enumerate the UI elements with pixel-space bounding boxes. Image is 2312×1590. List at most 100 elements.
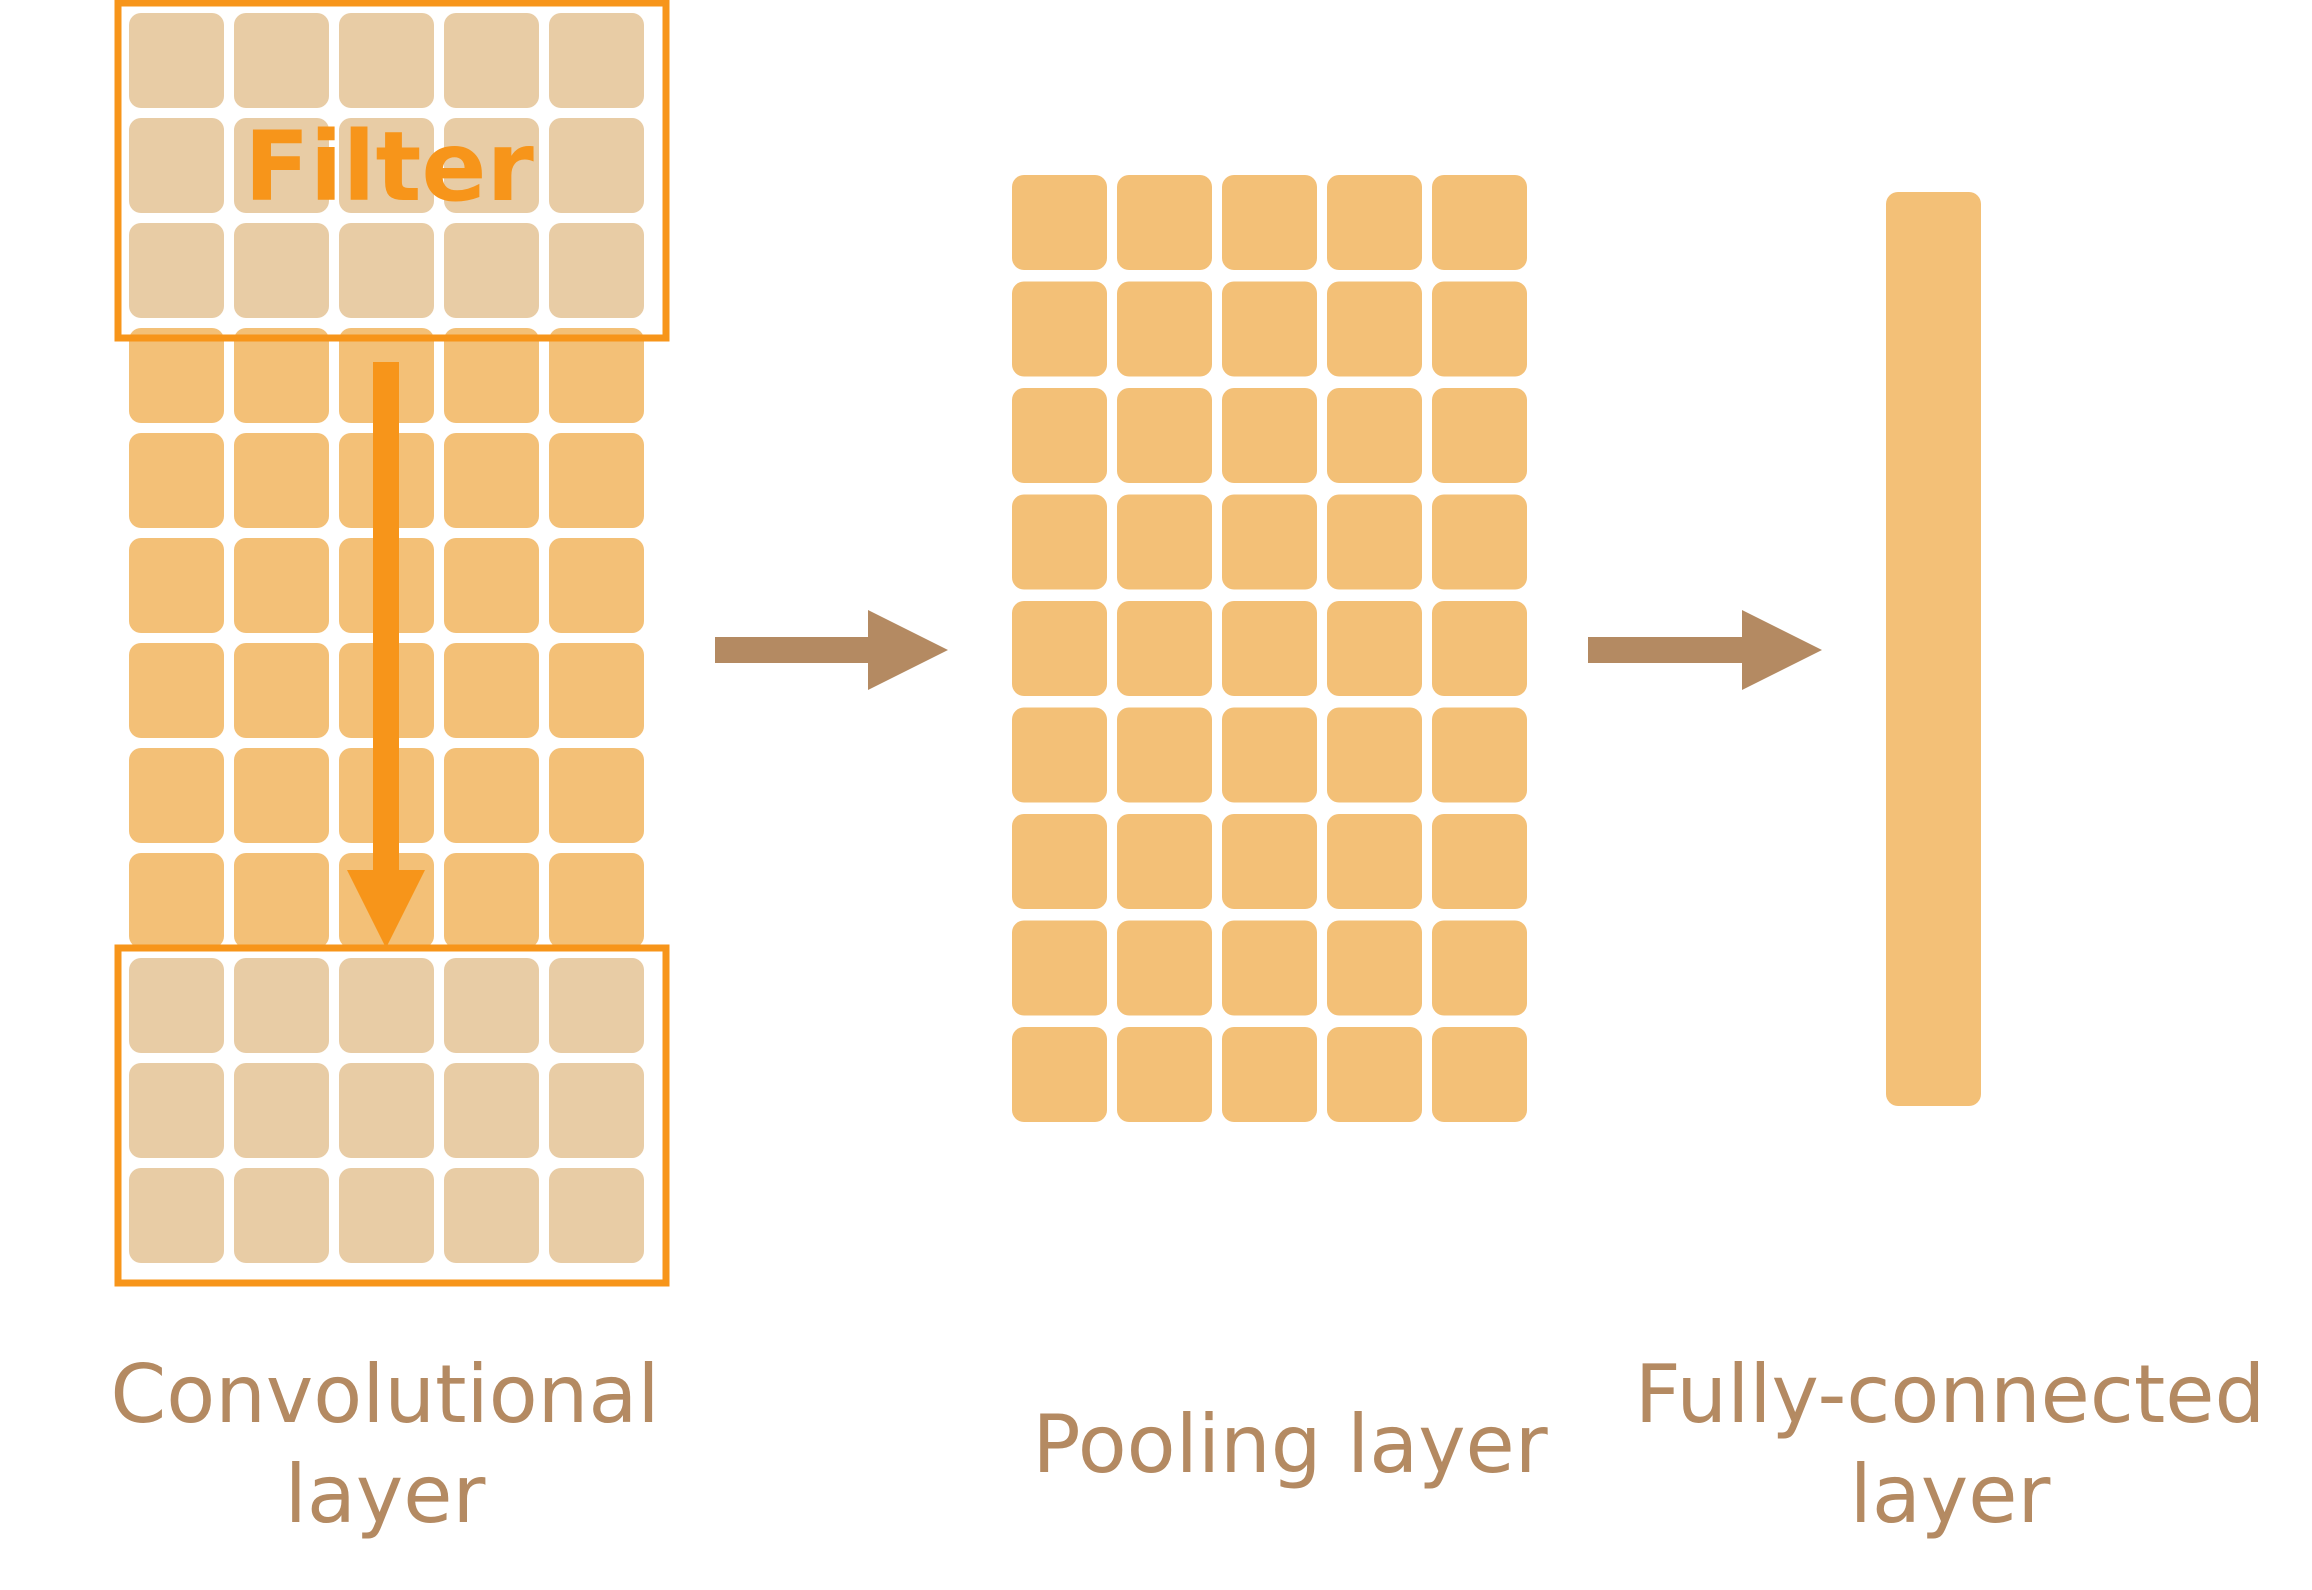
filter-covered-cell — [339, 13, 434, 108]
pool-cell — [1222, 601, 1317, 696]
conv-cell — [129, 433, 224, 528]
pool-cell — [1222, 707, 1317, 803]
conv-cell — [129, 538, 224, 633]
flow-arrows — [715, 610, 1822, 690]
conv-cell — [549, 538, 644, 633]
pooling-layer-label: Pooling layer — [1032, 1398, 1548, 1491]
pool-cell — [1327, 707, 1422, 803]
pool-cell — [1012, 388, 1107, 483]
pool-cell — [1117, 601, 1212, 696]
filter-slide-arrow — [347, 362, 425, 948]
filter-covered-cell — [234, 1063, 329, 1158]
pool-cell — [1012, 707, 1107, 803]
filter-covered-cell — [339, 1168, 434, 1263]
pool-cell — [1327, 920, 1422, 1016]
pool-cell — [1222, 175, 1317, 270]
filter-covered-cell — [234, 1168, 329, 1263]
pool-cell — [1117, 920, 1212, 1016]
pool-cell — [1432, 175, 1527, 270]
pool-cell — [1432, 281, 1527, 377]
pooling-layer — [1012, 175, 1527, 1122]
pool-cell — [1012, 814, 1107, 909]
convolutional-layer — [129, 13, 644, 1263]
pool-cell — [1117, 707, 1212, 803]
pool-cell — [1117, 281, 1212, 377]
pool-cell — [1117, 814, 1212, 909]
pool-cell — [1012, 920, 1107, 1016]
filter-covered-cell — [444, 223, 539, 318]
filter-covered-cell — [444, 13, 539, 108]
pool-cell — [1012, 175, 1107, 270]
filter-covered-cell — [129, 1168, 224, 1263]
fully-connected-layer-label: Fully-connected layer — [1634, 1348, 2266, 1541]
conv-cell — [444, 538, 539, 633]
filter-covered-cell — [234, 13, 329, 108]
pool-cell — [1012, 601, 1107, 696]
filter-covered-cell — [129, 223, 224, 318]
conv-cell — [444, 643, 539, 738]
conv-cell — [234, 538, 329, 633]
filter-covered-cell — [549, 1168, 644, 1263]
filter-covered-cell — [339, 118, 434, 213]
filter-covered-cell — [129, 958, 224, 1053]
pool-cell — [1012, 281, 1107, 377]
pool-cell — [1012, 1027, 1107, 1122]
pool-cell — [1117, 175, 1212, 270]
conv-cell — [549, 853, 644, 948]
fully-connected-layer — [1886, 192, 1981, 1106]
filter-covered-cell — [129, 1063, 224, 1158]
convolutional-layer-label: Convolutional layer — [110, 1348, 660, 1541]
pool-cell — [1327, 1027, 1422, 1122]
conv-cell — [234, 748, 329, 843]
conv-cell — [129, 643, 224, 738]
pool-cell — [1222, 388, 1317, 483]
filter-covered-cell — [234, 223, 329, 318]
conv-cell — [129, 748, 224, 843]
pool-cell — [1432, 388, 1527, 483]
conv-cell — [444, 853, 539, 948]
conv-cell — [549, 643, 644, 738]
filter-covered-cell — [129, 13, 224, 108]
filter-covered-cell — [549, 1063, 644, 1158]
pool-cell — [1222, 1027, 1317, 1122]
filter-box-bottom — [114, 944, 670, 1287]
pool-cell — [1327, 601, 1422, 696]
conv-cell — [234, 433, 329, 528]
conv-cell — [549, 433, 644, 528]
pool-cell — [1327, 814, 1422, 909]
filter-covered-cell — [444, 958, 539, 1053]
pool-cell — [1117, 388, 1212, 483]
filter-covered-cell — [549, 958, 644, 1053]
conv-cell — [444, 433, 539, 528]
pool-cell — [1222, 281, 1317, 377]
filter-covered-cell — [339, 1063, 434, 1158]
conv-cell — [234, 853, 329, 948]
pool-cell — [1432, 920, 1527, 1016]
pool-cell — [1327, 281, 1422, 377]
conv-cell — [129, 328, 224, 423]
conv-cell — [444, 328, 539, 423]
conv-cell — [234, 328, 329, 423]
filter-covered-cell — [444, 1168, 539, 1263]
pool-cell — [1222, 920, 1317, 1016]
conv-cell — [549, 748, 644, 843]
filter-covered-cell — [339, 223, 434, 318]
filter-covered-cell — [234, 118, 329, 213]
conv-cell — [234, 643, 329, 738]
conv-cell — [549, 328, 644, 423]
filter-covered-cell — [444, 118, 539, 213]
pool-cell — [1432, 707, 1527, 803]
filter-covered-cell — [549, 13, 644, 108]
pool-cell — [1432, 1027, 1527, 1122]
filter-covered-cell — [339, 958, 434, 1053]
fully-connected-bar — [1886, 192, 1981, 1106]
filter-covered-cell — [444, 1063, 539, 1158]
filter-covered-cell — [549, 118, 644, 213]
pool-cell — [1012, 494, 1107, 590]
pool-cell — [1432, 494, 1527, 590]
pool-cell — [1117, 1027, 1212, 1122]
pool-cell — [1117, 494, 1212, 590]
filter-covered-cell — [234, 958, 329, 1053]
pool-cell — [1432, 814, 1527, 909]
pool-cell — [1327, 388, 1422, 483]
